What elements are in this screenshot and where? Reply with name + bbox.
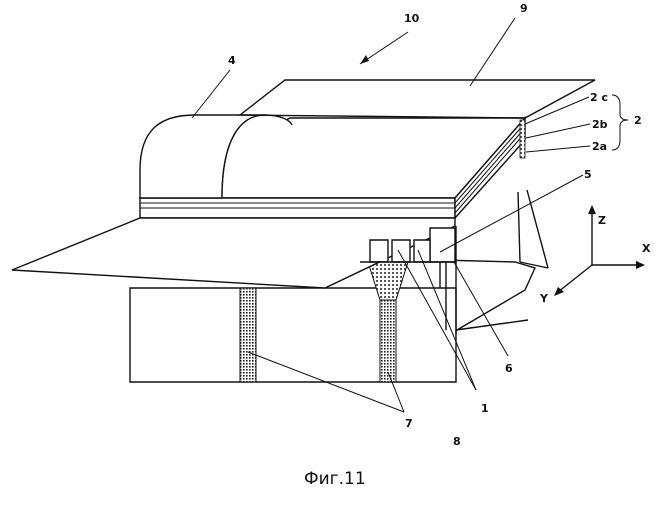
axis-z-label: Z bbox=[598, 214, 606, 227]
label-8: 8 bbox=[453, 435, 461, 448]
figure-caption: Фиг.11 bbox=[304, 469, 366, 489]
label-1: 1 bbox=[481, 402, 489, 415]
label-10: 10 bbox=[404, 12, 420, 25]
base-block-8 bbox=[130, 288, 456, 382]
waveguide-segment-a bbox=[370, 240, 388, 262]
layer-edge-hatch bbox=[520, 120, 525, 158]
label-9: 9 bbox=[520, 2, 528, 15]
label-2a: 2a bbox=[592, 140, 607, 153]
label-2b: 2b bbox=[592, 118, 608, 131]
label-2: 2 bbox=[634, 114, 642, 127]
axis-z-arrow bbox=[588, 205, 596, 214]
base-right-edge bbox=[527, 190, 548, 268]
leader-2b bbox=[526, 124, 590, 138]
waveguide-segment-b bbox=[392, 240, 410, 262]
axis-x-arrow bbox=[636, 261, 645, 269]
base-right-edge-2 bbox=[518, 192, 520, 262]
electrode-stripe-7b bbox=[380, 300, 396, 382]
label-2c: 2 c bbox=[590, 91, 608, 104]
axis-y bbox=[558, 265, 592, 292]
leader-9 bbox=[470, 18, 515, 86]
electrode-stripe-7a bbox=[240, 288, 256, 382]
block-5 bbox=[430, 228, 455, 262]
axis-y-label: Y bbox=[539, 292, 549, 305]
leader-2a bbox=[526, 146, 590, 152]
label-4: 4 bbox=[228, 54, 236, 67]
axis-x-label: X bbox=[642, 242, 651, 255]
label-6: 6 bbox=[505, 362, 513, 375]
label-5: 5 bbox=[584, 168, 592, 181]
plate-9 bbox=[240, 80, 595, 118]
arrow-10 bbox=[360, 55, 369, 64]
leader-4 bbox=[192, 70, 230, 118]
bracket-2 bbox=[612, 95, 628, 150]
label-7: 7 bbox=[405, 417, 413, 430]
